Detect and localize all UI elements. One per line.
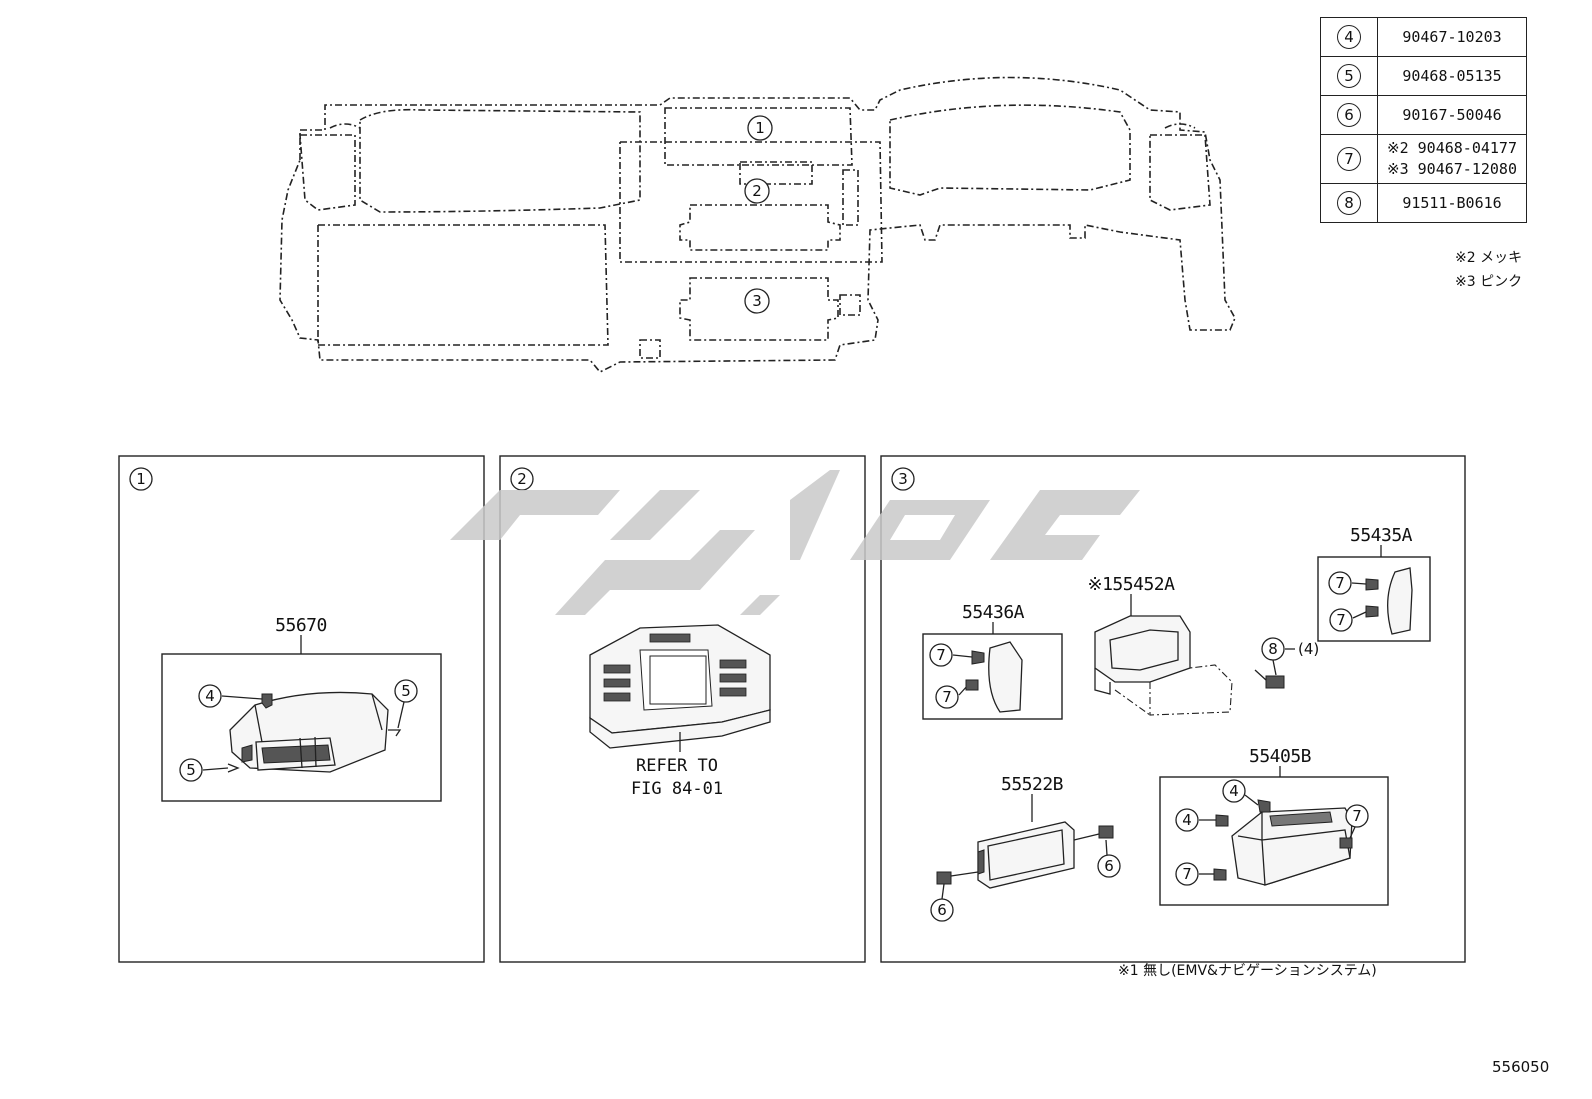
parts-number-table: 4 90467-10203 5 90468-05135 6 90167-5004… [1320, 17, 1527, 223]
part-number-cell[interactable]: ※2 90468-04177 ※3 90467-12080 [1377, 134, 1527, 184]
legend-note-2: ※2 メッキ [1455, 250, 1523, 266]
fig-reference-label[interactable]: FIG 84-01 [631, 779, 723, 799]
callout-number: 6 [1337, 103, 1361, 127]
refer-to-label[interactable]: REFER TO [636, 756, 718, 776]
part-box-55435A [1317, 556, 1431, 642]
overview-callout-3[interactable]: 3 [744, 288, 770, 314]
part-label-55670[interactable]: 55670 [275, 615, 327, 636]
svg-text:7: 7 [1182, 865, 1192, 883]
watermark-logo [450, 470, 1140, 615]
pocket-55452A-illustration[interactable] [1094, 615, 1233, 716]
part-label-55436A[interactable]: 55436A [962, 602, 1025, 623]
svg-text:7: 7 [942, 688, 952, 706]
bracket-55435A-illustration[interactable] [1387, 567, 1413, 635]
table-row: 6 90167-50046 [1320, 95, 1527, 135]
part-box-55436A [922, 633, 1063, 720]
overview-callout-2[interactable]: 2 [744, 178, 770, 204]
svg-text:4: 4 [1229, 782, 1239, 800]
quantity-label: (4) [1298, 640, 1319, 658]
callout-7[interactable]: 7 [929, 643, 985, 667]
box-55405B-illustration[interactable] [1231, 807, 1353, 886]
callout-7[interactable]: 7 [1329, 605, 1379, 632]
svg-text:7: 7 [1335, 574, 1345, 592]
svg-text:3: 3 [898, 470, 908, 488]
svg-text:2: 2 [752, 182, 762, 200]
callout-6[interactable]: 6 [1073, 825, 1121, 878]
callout-number: 7 [1337, 147, 1361, 171]
callout-7[interactable]: 7 [935, 679, 979, 709]
svg-text:7: 7 [1336, 611, 1346, 629]
callout-4[interactable]: 4 [1222, 779, 1271, 813]
svg-text:5: 5 [186, 761, 196, 779]
part-number-cell[interactable]: 90468-05135 [1377, 56, 1527, 96]
svg-text:5: 5 [401, 682, 411, 700]
part-number-cell[interactable]: 90167-50046 [1377, 95, 1527, 135]
panel-1-number: 1 [129, 467, 153, 491]
table-row: 8 91511-B0616 [1320, 183, 1527, 223]
callout-8[interactable]: 8 (4) [1254, 637, 1319, 689]
callout-7[interactable]: 7 [1328, 571, 1379, 595]
part-label-55435A[interactable]: 55435A [1350, 525, 1413, 546]
svg-text:4: 4 [1182, 811, 1192, 829]
svg-text:3: 3 [752, 292, 762, 310]
svg-text:6: 6 [1104, 857, 1114, 875]
panel-2-number: 2 [510, 467, 534, 491]
table-row: 4 90467-10203 [1320, 17, 1527, 57]
dashboard-overview [279, 76, 1236, 373]
figure-number: 556050 [1492, 1058, 1550, 1076]
callout-5-upper[interactable]: 5 [388, 679, 418, 737]
part-label-55452A[interactable]: ※155452A [1088, 574, 1176, 595]
head-unit-illustration[interactable] [589, 624, 771, 749]
panel-2-frame [499, 455, 866, 963]
callout-4[interactable]: 4 [198, 684, 273, 709]
svg-text:4: 4 [205, 687, 215, 705]
part-number-cell[interactable]: 90467-10203 [1377, 17, 1527, 57]
part-number-variant-2[interactable]: ※2 90468-04177 [1387, 139, 1517, 157]
table-row: 7 ※2 90468-04177 ※3 90467-12080 [1320, 134, 1527, 184]
callout-6[interactable]: 6 [930, 871, 979, 922]
bezel-55522B-illustration[interactable] [977, 821, 1075, 889]
panel-3-frame [880, 455, 1466, 963]
callout-number: 5 [1337, 64, 1361, 88]
panel-1-frame [118, 455, 485, 963]
part-box-55670 [161, 653, 442, 802]
overview-callout-1[interactable]: 1 [747, 115, 773, 141]
part-label-55522B[interactable]: 55522B [1001, 774, 1064, 795]
callout-7[interactable]: 7 [1339, 804, 1369, 849]
part-number-variant-3[interactable]: ※3 90467-12080 [1387, 160, 1517, 178]
bracket-55436A-illustration[interactable] [988, 641, 1023, 713]
svg-text:2: 2 [517, 470, 527, 488]
part-label-55405B[interactable]: 55405B [1249, 746, 1312, 767]
part-box-55405B [1159, 776, 1389, 906]
svg-text:7: 7 [1352, 807, 1362, 825]
callout-5-lower[interactable]: 5 [179, 758, 240, 782]
svg-text:1: 1 [755, 119, 765, 137]
callout-7[interactable]: 7 [1175, 862, 1227, 886]
callout-number: 4 [1337, 25, 1361, 49]
svg-text:6: 6 [937, 901, 947, 919]
legend-note-3: ※3 ピンク [1455, 274, 1523, 290]
callout-4[interactable]: 4 [1175, 808, 1229, 832]
svg-text:8: 8 [1268, 640, 1278, 658]
callout-number: 8 [1337, 191, 1361, 215]
footnote: ※1 無し(EMV&ナビゲーションシステム) [1118, 963, 1377, 979]
part-number-cell[interactable]: 91511-B0616 [1377, 183, 1527, 223]
svg-text:7: 7 [936, 646, 946, 664]
air-vent-illustration[interactable] [229, 691, 389, 773]
panel-3-number: 3 [891, 467, 915, 491]
svg-text:1: 1 [136, 470, 146, 488]
table-row: 5 90468-05135 [1320, 56, 1527, 96]
